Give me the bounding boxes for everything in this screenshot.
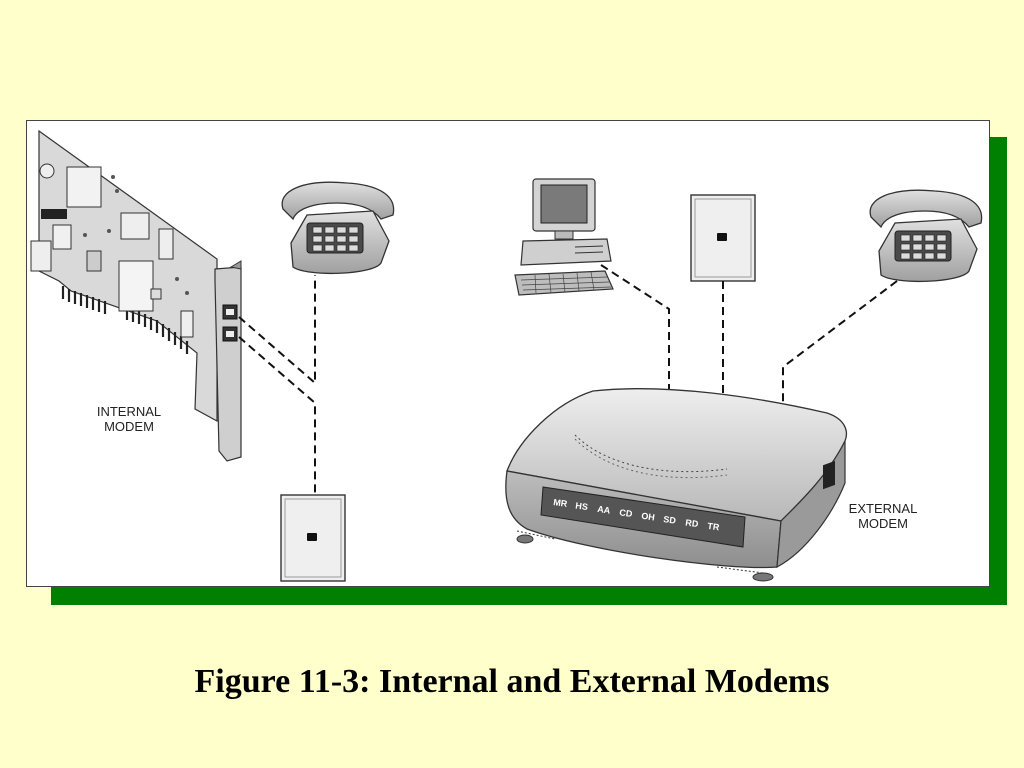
modem-led-oh: OH — [641, 511, 656, 523]
modem-led-rd: RD — [685, 517, 700, 529]
modem-led-aa: AA — [597, 504, 612, 516]
cable-lines — [238, 264, 898, 495]
diagram-panel: MR HS AA CD OH SD RD TR INTERNAL MODEM EXTERNAL… — [26, 120, 990, 587]
wall-jack-icon — [690, 194, 756, 282]
internal-modem-label: INTERNAL MODEM — [79, 404, 179, 434]
modem-led-hs: HS — [575, 500, 589, 512]
modem-led-tr: TR — [707, 521, 721, 533]
modem-card-icon — [30, 129, 242, 462]
modem-led-cd: CD — [619, 507, 634, 519]
external-modem-label-line1: EXTERNAL — [848, 501, 918, 516]
external-modem-label-line2: MODEM — [858, 516, 908, 531]
external-modem-icon: MR HS AA CD OH SD RD TR — [505, 388, 848, 582]
internal-modem-label-line2: MODEM — [104, 419, 154, 434]
computer-icon — [514, 178, 614, 296]
external-modem-label: EXTERNAL MODEM — [831, 501, 935, 531]
modem-led-sd: SD — [663, 514, 677, 526]
modem-led-labels: MR HS AA CD OH SD RD TR — [553, 497, 721, 532]
wall-jack-icon — [280, 494, 346, 582]
internal-modem-label-line1: INTERNAL — [96, 404, 162, 419]
diagram-svg: MR HS AA CD OH SD RD TR — [30, 129, 983, 582]
telephone-icon — [281, 181, 395, 275]
modem-led-mr: MR — [553, 497, 569, 509]
figure-caption: Figure 11-3: Internal and External Modem… — [194, 663, 830, 700]
telephone-icon — [869, 189, 983, 283]
